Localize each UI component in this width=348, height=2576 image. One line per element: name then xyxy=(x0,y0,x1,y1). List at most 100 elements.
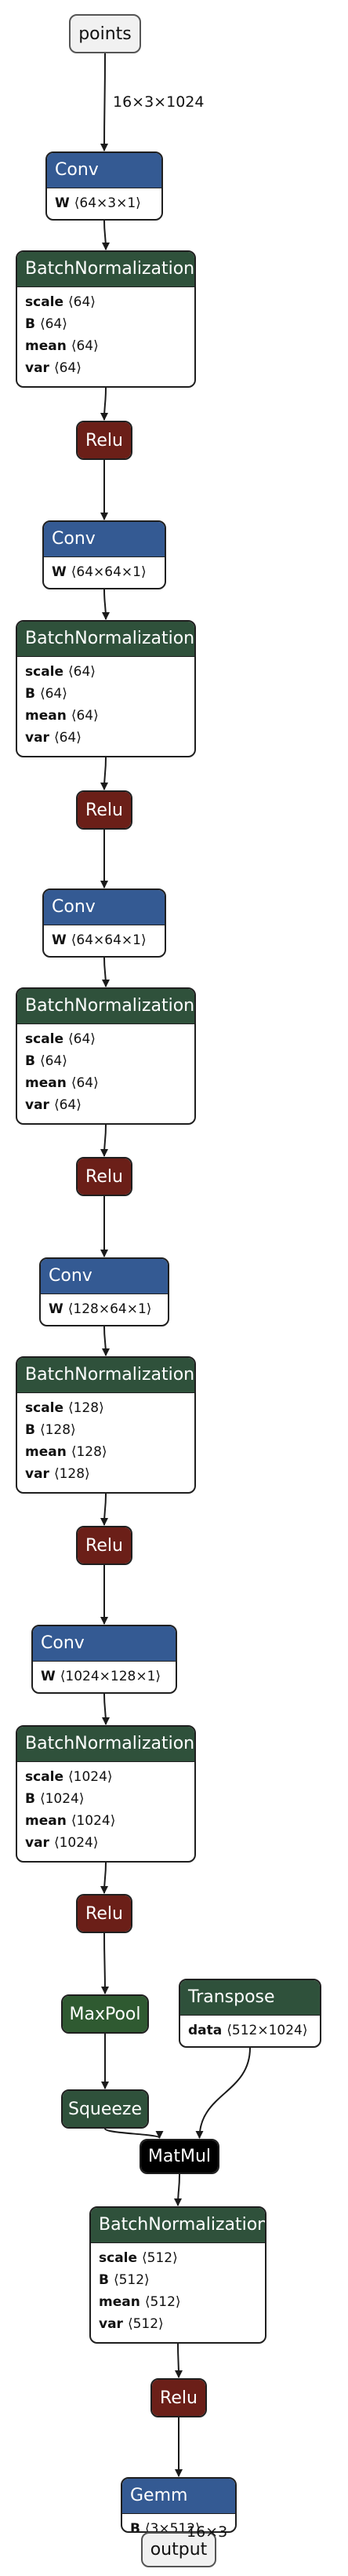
matmul-node[interactable]: MatMul xyxy=(140,2139,219,2174)
bn3-title: BatchNormalization xyxy=(17,989,194,1023)
attribute-row: W⟨64×3×1⟩ xyxy=(55,192,154,214)
attribute-value: ⟨64⟩ xyxy=(68,664,96,680)
bn1-title: BatchNormalization xyxy=(17,252,194,286)
attribute-value: ⟨64⟩ xyxy=(71,1075,99,1091)
edge-squeeze-to-matmul xyxy=(104,2128,164,2139)
attribute-name: var xyxy=(25,730,49,746)
attribute-value: ⟨64×64×1⟩ xyxy=(71,932,147,948)
squeeze-title: Squeeze xyxy=(63,2091,147,2127)
attribute-name: W xyxy=(49,1301,63,1317)
attribute-row: scale⟨1024⟩ xyxy=(25,1766,187,1788)
attribute-name: B xyxy=(25,686,35,702)
attribute-value: ⟨128⟩ xyxy=(53,1466,90,1482)
conv5-attributes: W⟨1024×128×1⟩ xyxy=(33,1661,176,1691)
maxpool-node[interactable]: MaxPool xyxy=(61,1994,149,2034)
attribute-value: ⟨64⟩ xyxy=(68,294,96,310)
bn2-attributes: scale⟨64⟩B⟨64⟩mean⟨64⟩var⟨64⟩ xyxy=(17,656,194,753)
attribute-name: var xyxy=(25,1835,49,1851)
relu4-node[interactable]: Relu xyxy=(76,1526,132,1565)
relu4-title: Relu xyxy=(78,1527,131,1563)
edge-conv1-to-bn1 xyxy=(101,220,110,250)
attribute-value: ⟨3×512⟩ xyxy=(144,2521,201,2533)
conv2-attributes: W⟨64×64×1⟩ xyxy=(44,556,165,587)
attribute-row: B⟨64⟩ xyxy=(25,313,187,335)
attribute-row: mean⟨512⟩ xyxy=(99,2291,257,2313)
relu6-node[interactable]: Relu xyxy=(150,2378,207,2417)
conv5-title: Conv xyxy=(33,1626,176,1661)
attribute-row: scale⟨64⟩ xyxy=(25,661,187,683)
attribute-name: mean xyxy=(25,1075,67,1091)
attribute-row: W⟨64×64×1⟩ xyxy=(52,561,157,583)
squeeze-node[interactable]: Squeeze xyxy=(61,2089,149,2129)
bn6-attributes: scale⟨512⟩B⟨512⟩mean⟨512⟩var⟨512⟩ xyxy=(91,2242,265,2339)
attribute-name: scale xyxy=(99,2250,138,2266)
attribute-name: B xyxy=(130,2521,140,2533)
attribute-value: ⟨64×3×1⟩ xyxy=(74,195,141,211)
relu3-node[interactable]: Relu xyxy=(76,1157,132,1196)
points-node[interactable]: points xyxy=(69,14,141,53)
edge-conv2-to-bn2 xyxy=(101,589,110,620)
attribute-row: mean⟨64⟩ xyxy=(25,1072,187,1094)
attribute-row: var⟨64⟩ xyxy=(25,1094,187,1116)
bn5-attributes: scale⟨1024⟩B⟨1024⟩mean⟨1024⟩var⟨1024⟩ xyxy=(17,1761,194,1858)
attribute-value: ⟨1024⟩ xyxy=(71,1813,116,1829)
bn1-attributes: scale⟨64⟩B⟨64⟩mean⟨64⟩var⟨64⟩ xyxy=(17,286,194,383)
output-title: output xyxy=(150,2540,208,2560)
gemm-attributes: B⟨3×512⟩C⟨3⟩ xyxy=(122,2513,235,2533)
attribute-name: data xyxy=(188,2023,223,2038)
edge-conv4-to-bn4 xyxy=(101,1326,110,1356)
edge-label-points-to-conv1: 16×3×1024 xyxy=(113,93,205,111)
gemm-title: Gemm xyxy=(122,2479,235,2513)
edge-bn3-to-relu3 xyxy=(100,1124,109,1157)
attribute-row: data⟨512×1024⟩ xyxy=(188,2020,312,2041)
attribute-value: ⟨512⟩ xyxy=(144,2294,181,2310)
attribute-value: ⟨64⟩ xyxy=(39,1053,67,1069)
attribute-value: ⟨64⟩ xyxy=(71,708,99,724)
attribute-row: var⟨512⟩ xyxy=(99,2313,257,2335)
attribute-value: ⟨64⟩ xyxy=(71,338,99,354)
attribute-row: var⟨1024⟩ xyxy=(25,1832,187,1854)
transpose-attributes: data⟨512×1024⟩ xyxy=(180,2015,320,2045)
maxpool-title: MaxPool xyxy=(63,1996,147,2032)
attribute-value: ⟨512⟩ xyxy=(142,2250,178,2266)
attribute-value: ⟨64⟩ xyxy=(53,1097,82,1113)
attribute-name: mean xyxy=(25,1444,67,1460)
attribute-name: mean xyxy=(25,1813,67,1829)
attribute-name: W xyxy=(52,932,67,948)
edge-matmul-to-bn6 xyxy=(174,2173,183,2206)
relu5-title: Relu xyxy=(78,1896,131,1932)
conv1-title: Conv xyxy=(47,153,161,188)
attribute-row: scale⟨64⟩ xyxy=(25,291,187,313)
relu2-node[interactable]: Relu xyxy=(76,790,132,830)
attribute-name: B xyxy=(99,2272,109,2288)
attribute-row: scale⟨64⟩ xyxy=(25,1028,187,1050)
relu3-title: Relu xyxy=(78,1158,131,1195)
edge-bn5-to-relu5 xyxy=(100,1862,109,1894)
output-node[interactable]: output xyxy=(141,2532,216,2567)
attribute-row: B⟨512⟩ xyxy=(99,2269,257,2291)
attribute-name: mean xyxy=(99,2294,140,2310)
attribute-value: ⟨128⟩ xyxy=(71,1444,107,1460)
attribute-name: var xyxy=(25,360,49,376)
relu1-node[interactable]: Relu xyxy=(76,421,132,460)
attribute-row: W⟨64×64×1⟩ xyxy=(52,929,157,951)
edge-points-to-conv1 xyxy=(100,53,109,151)
attribute-name: W xyxy=(41,1669,56,1684)
attribute-row: W⟨128×64×1⟩ xyxy=(49,1298,160,1320)
attribute-value: ⟨1024⟩ xyxy=(39,1791,85,1807)
relu5-node[interactable]: Relu xyxy=(76,1894,132,1933)
attribute-row: B⟨64⟩ xyxy=(25,683,187,705)
